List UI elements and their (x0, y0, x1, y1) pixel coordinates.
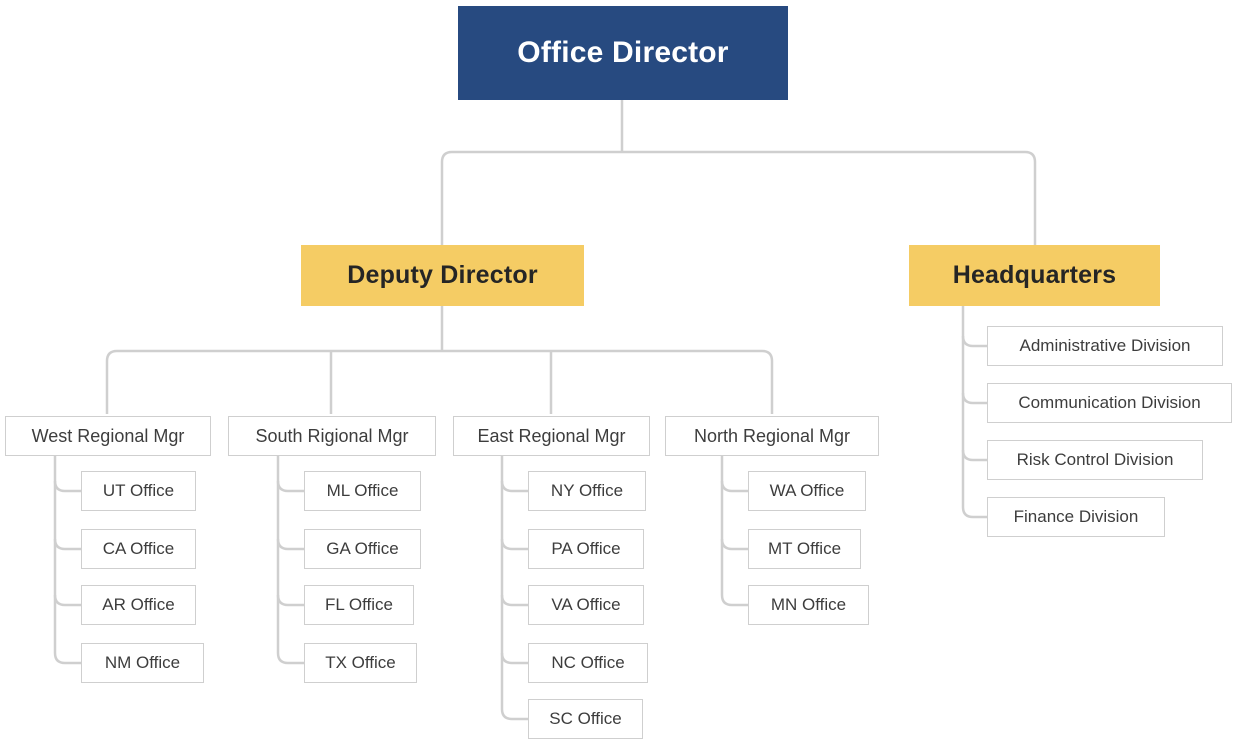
node-office-director[interactable]: Office Director (458, 6, 788, 100)
node-west-regional-mgr-label: West Regional Mgr (31, 425, 185, 446)
connector-north-elbow-2 (720, 538, 748, 551)
connector-east-elbow-4 (500, 652, 528, 665)
connector-west-spine (53, 456, 81, 665)
connector-east-elbow-1 (500, 480, 528, 493)
node-office-nm-label: NM Office (104, 653, 181, 672)
node-north-regional-mgr-label: North Regional Mgr (693, 425, 851, 446)
node-office-pa-label: PA Office (551, 539, 621, 558)
connector-level2-bus (440, 150, 1037, 245)
node-office-nc[interactable]: NC Office (528, 643, 648, 683)
node-office-va-label: VA Office (551, 595, 621, 614)
connector-south-elbow-1 (276, 480, 304, 493)
node-office-ca-label: CA Office (102, 539, 175, 558)
node-office-tx[interactable]: TX Office (304, 643, 417, 683)
node-office-nm[interactable]: NM Office (81, 643, 204, 683)
connector-west-elbow-1 (53, 480, 81, 493)
connector-region-bus (105, 349, 774, 414)
connector-hq-elbow-2 (961, 392, 987, 405)
node-deputy-director[interactable]: Deputy Director (301, 245, 584, 306)
node-office-ar-label: AR Office (102, 595, 175, 614)
node-office-va[interactable]: VA Office (528, 585, 644, 625)
node-office-wa[interactable]: WA Office (748, 471, 866, 511)
node-office-ar[interactable]: AR Office (81, 585, 196, 625)
connector-hq-elbow-3 (961, 449, 987, 462)
node-east-regional-mgr-label: East Regional Mgr (477, 425, 626, 446)
node-office-ga[interactable]: GA Office (304, 529, 421, 569)
connector-east-elbow-2 (500, 538, 528, 551)
connector-hq-elbow-1 (961, 335, 987, 348)
connector-west-elbow-2 (53, 538, 81, 551)
node-office-ml[interactable]: ML Office (304, 471, 421, 511)
connector-south-elbow-3 (276, 594, 304, 607)
connector-west-elbow-3 (53, 594, 81, 607)
node-office-ml-label: ML Office (326, 481, 399, 500)
connector-north-spine (720, 456, 748, 607)
node-office-sc-label: SC Office (549, 709, 622, 728)
node-south-regional-mgr[interactable]: South Rigional Mgr (228, 416, 436, 456)
connector-south-elbow-2 (276, 538, 304, 551)
node-office-fl[interactable]: FL Office (304, 585, 414, 625)
node-office-ny-label: NY Office (550, 481, 624, 500)
node-division-finance-label: Finance Division (1013, 507, 1139, 526)
node-headquarters[interactable]: Headquarters (909, 245, 1160, 306)
node-division-risk-control-label: Risk Control Division (1016, 450, 1174, 469)
node-north-regional-mgr[interactable]: North Regional Mgr (665, 416, 879, 456)
node-division-communication[interactable]: Communication Division (987, 383, 1232, 423)
node-office-mn[interactable]: MN Office (748, 585, 869, 625)
node-office-ca[interactable]: CA Office (81, 529, 196, 569)
connector-north-elbow-1 (720, 480, 748, 493)
node-division-risk-control[interactable]: Risk Control Division (987, 440, 1203, 480)
node-office-ny[interactable]: NY Office (528, 471, 646, 511)
node-office-nc-label: NC Office (551, 653, 625, 672)
node-office-pa[interactable]: PA Office (528, 529, 644, 569)
node-deputy-director-label: Deputy Director (347, 261, 538, 289)
node-office-fl-label: FL Office (324, 595, 394, 614)
node-office-tx-label: TX Office (325, 653, 396, 672)
node-division-communication-label: Communication Division (1018, 393, 1201, 412)
connector-hq-spine (961, 306, 987, 519)
connector-south-spine (276, 456, 304, 665)
connector-east-spine (500, 456, 528, 721)
node-office-wa-label: WA Office (769, 481, 845, 500)
node-headquarters-label: Headquarters (952, 261, 1117, 289)
node-west-regional-mgr[interactable]: West Regional Mgr (5, 416, 211, 456)
node-south-regional-mgr-label: South Rigional Mgr (255, 425, 409, 446)
connector-east-elbow-3 (500, 594, 528, 607)
node-division-finance[interactable]: Finance Division (987, 497, 1165, 537)
node-office-director-label: Office Director (517, 36, 729, 69)
node-office-ut[interactable]: UT Office (81, 471, 196, 511)
node-office-sc[interactable]: SC Office (528, 699, 643, 739)
node-office-ga-label: GA Office (326, 539, 399, 558)
node-office-mt-label: MT Office (767, 539, 842, 558)
node-office-mn-label: MN Office (770, 595, 847, 614)
node-office-mt[interactable]: MT Office (748, 529, 861, 569)
node-division-administrative-label: Administrative Division (1019, 336, 1191, 355)
node-division-administrative[interactable]: Administrative Division (987, 326, 1223, 366)
node-east-regional-mgr[interactable]: East Regional Mgr (453, 416, 650, 456)
node-office-ut-label: UT Office (102, 481, 175, 500)
